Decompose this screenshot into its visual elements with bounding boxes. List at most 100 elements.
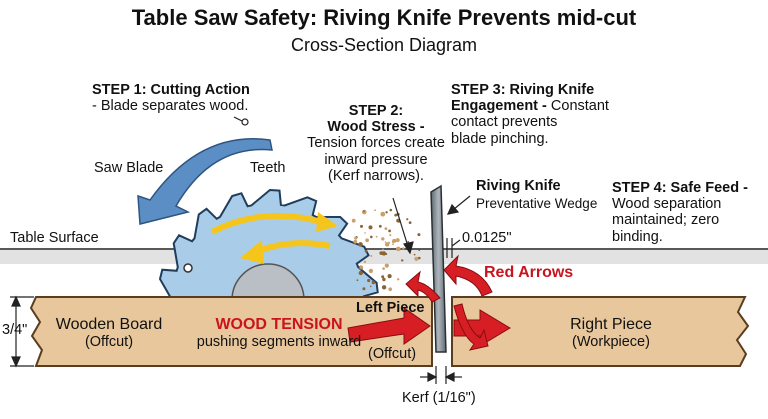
left-piece-label: Left Piece xyxy=(356,300,425,316)
dust-particle xyxy=(389,234,392,237)
step-3-heading-line1: STEP 3: Riving Knife xyxy=(451,82,595,98)
dust-particle xyxy=(395,238,400,243)
wooden-board-offcut-label: (Offcut) xyxy=(84,333,134,350)
dust-particle xyxy=(388,229,391,233)
dust-particle xyxy=(381,251,387,256)
leader-lines xyxy=(233,116,471,255)
wood-tension-label: WOOD TENSION xyxy=(215,316,343,333)
dust-particle xyxy=(367,278,371,283)
dust-particle xyxy=(351,218,356,223)
dust-particle xyxy=(381,237,385,241)
dust-particle xyxy=(384,241,387,243)
step-2-heading-line1: STEP 2: xyxy=(348,103,404,119)
dust-particle xyxy=(407,240,410,243)
blade-direction-arrow xyxy=(137,138,273,225)
dust-particle xyxy=(363,260,367,264)
saw-blade-label: Saw Blade xyxy=(94,160,164,176)
dust-particle xyxy=(353,239,358,244)
step-2-annotation: STEP 2: Wood Stress - Tension forces cre… xyxy=(296,103,456,184)
dust-particle xyxy=(406,218,409,221)
step-1-body: - Blade separates wood. xyxy=(92,98,249,115)
board-left-piece xyxy=(29,296,433,367)
dust-particle xyxy=(368,268,374,274)
dust-particle xyxy=(374,209,376,212)
diagram-title: Table Saw Safety: Riving Knife Prevents … xyxy=(131,5,637,30)
step-2-body-line1: Tension forces create xyxy=(307,135,445,152)
teeth-label: Teeth xyxy=(250,160,286,176)
dust-particle xyxy=(384,227,388,231)
dust-particle xyxy=(401,259,404,262)
right-piece-workpiece-label: (Workpiece) xyxy=(572,333,650,350)
step-1-annotation: STEP 1: Cutting Action - Blade separates… xyxy=(92,82,250,114)
step-3-body-line1: Constant xyxy=(546,98,609,115)
dust-particle xyxy=(369,285,372,288)
dust-particle xyxy=(354,236,358,240)
step-1-heading: STEP 1: Cutting Action xyxy=(92,82,250,98)
dust-particle xyxy=(389,208,393,212)
dust-particle xyxy=(358,242,363,247)
step-3-annotation: STEP 3: Riving Knife Engagement - Consta… xyxy=(451,82,609,147)
step-4-annotation: STEP 4: Safe Feed - Wood separation main… xyxy=(612,180,748,245)
step-3-body-line2: contact prevents xyxy=(451,114,558,131)
red-force-arrows xyxy=(347,254,511,351)
gap-dimension xyxy=(446,238,453,258)
rotation-arrow-lower-head xyxy=(240,240,264,264)
step-4-body-line1: Wood separation xyxy=(612,196,722,213)
dust-particle xyxy=(414,256,419,261)
dust-particle xyxy=(360,224,363,228)
step-2-body-line3: (Kerf narrows). xyxy=(328,167,424,184)
saw-dust xyxy=(351,208,421,292)
dust-particle xyxy=(392,238,397,243)
riving-knife-label: Riving Knife xyxy=(476,178,561,194)
dust-particle xyxy=(362,287,366,291)
dust-particle xyxy=(408,221,412,225)
dust-particle xyxy=(378,224,382,228)
dust-particle xyxy=(385,211,388,214)
preventative-wedge-label: Preventative Wedge xyxy=(476,196,598,211)
dust-particle xyxy=(356,279,359,282)
dust-particle xyxy=(417,233,421,237)
dust-particle xyxy=(394,213,398,217)
dust-particle xyxy=(362,210,365,213)
step-2-body-line2: inward pressure xyxy=(324,151,428,168)
red-arrows-label: Red Arrows xyxy=(484,264,574,281)
board-right-piece xyxy=(451,296,750,367)
diagram-subtitle: Cross-Section Diagram xyxy=(290,35,478,55)
gap-measurement-label: 0.0125" xyxy=(462,230,512,246)
thickness-dimension xyxy=(10,295,34,368)
dust-particle xyxy=(368,225,373,230)
blade-arbor xyxy=(183,263,193,273)
dust-particle xyxy=(381,285,387,290)
dust-particle xyxy=(384,263,389,268)
table-surface-label: Table Surface xyxy=(10,230,99,246)
dust-particle xyxy=(413,253,416,256)
dust-particle xyxy=(396,246,401,252)
step-3-heading-line2: Engagement - xyxy=(451,98,547,115)
dust-particle xyxy=(385,242,390,247)
dust-particle xyxy=(364,232,366,234)
step-2-heading-line2: Wood Stress - xyxy=(327,119,425,136)
dust-particle xyxy=(382,267,385,270)
dust-particle xyxy=(418,256,421,260)
step-4-heading: STEP 4: Safe Feed - xyxy=(612,180,748,196)
step-4-body-line3: binding. xyxy=(612,228,663,245)
dust-particle xyxy=(396,218,400,223)
dust-particle xyxy=(381,275,385,279)
kerf-label: Kerf (1/16") xyxy=(402,390,476,406)
dust-particle xyxy=(370,255,373,257)
dust-particle xyxy=(418,249,421,252)
dust-particle xyxy=(365,238,369,243)
wood-tension-block: WOOD TENSION pushing segments inward xyxy=(184,316,374,350)
rotation-arrow-upper-head xyxy=(316,212,338,232)
dust-particle xyxy=(359,265,364,270)
dust-particle xyxy=(370,235,373,239)
dust-particle xyxy=(402,247,405,250)
step-3-body-line3: blade pinching. xyxy=(451,130,549,147)
kerf-dimension xyxy=(420,366,462,384)
step-4-body-line2: maintained; zero xyxy=(612,212,720,229)
wooden-board-label: Wooden Board xyxy=(55,316,163,333)
dust-particle xyxy=(371,280,376,285)
dust-particle xyxy=(375,235,378,238)
